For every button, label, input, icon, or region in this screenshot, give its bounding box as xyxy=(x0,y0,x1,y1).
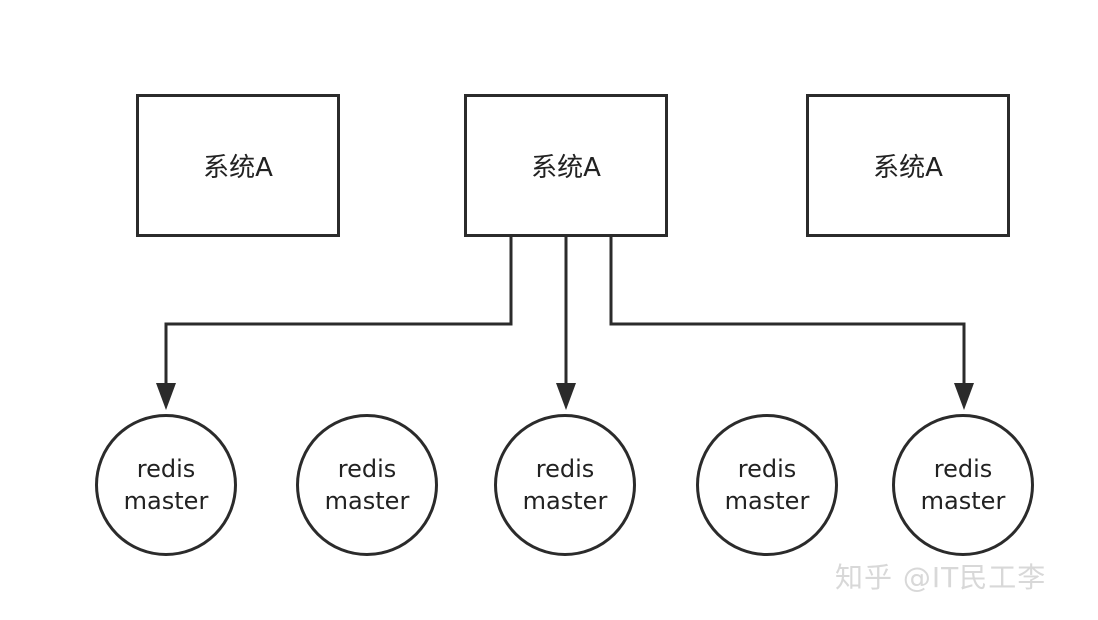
redis-master-node-3: redis master xyxy=(494,414,636,556)
watermark-text: 知乎 @IT民工李 xyxy=(835,561,1047,594)
system-box-3: 系统A xyxy=(806,94,1010,237)
node-5-line1: redis xyxy=(933,455,993,483)
redis-master-node-4: redis master xyxy=(696,414,838,556)
node-2-line1: redis xyxy=(337,455,397,483)
node-4-line1: redis xyxy=(737,455,797,483)
node-3-line2: master xyxy=(522,487,608,515)
node-3-line1: redis xyxy=(535,455,595,483)
system-label-2: 系统A xyxy=(531,153,601,183)
arrowhead-node1 xyxy=(156,383,176,410)
system-label-1: 系统A xyxy=(203,153,273,183)
redis-master-node-5: redis master xyxy=(892,414,1034,556)
arrowhead-node5 xyxy=(954,383,974,410)
edge-system2-node5 xyxy=(609,236,966,384)
system-box-2: 系统A xyxy=(464,94,668,237)
node-5-line2: master xyxy=(920,487,1006,515)
arrowhead-node3 xyxy=(556,383,576,410)
edge-system2-node1 xyxy=(164,236,513,384)
node-2-line2: master xyxy=(324,487,410,515)
redis-master-node-2: redis master xyxy=(296,414,438,556)
node-4-line2: master xyxy=(724,487,810,515)
system-label-3: 系统A xyxy=(873,153,943,183)
redis-master-node-1: redis master xyxy=(95,414,237,556)
node-1-line2: master xyxy=(123,487,209,515)
node-1-line1: redis xyxy=(136,455,196,483)
system-box-1: 系统A xyxy=(136,94,340,237)
